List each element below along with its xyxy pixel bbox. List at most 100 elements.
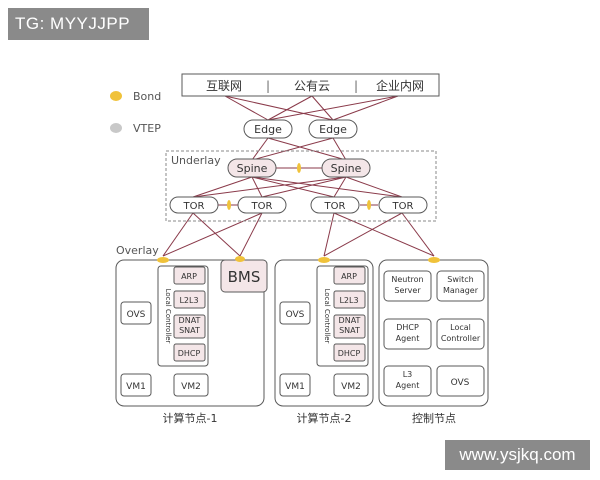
telegram-watermark: TG: MYYJJPP xyxy=(8,8,149,40)
external-networks-box: 互联网 | 公有云 | 企业内网 xyxy=(181,73,440,97)
link-intranet-edge-2 xyxy=(332,95,399,121)
vtep-legend-icon xyxy=(110,123,122,133)
spine-node-1 xyxy=(227,158,277,178)
vm1-box xyxy=(120,373,152,397)
local-controller-label: Local Controller xyxy=(323,289,331,344)
internet-label: 互联网 xyxy=(206,79,242,93)
link-spine-2-tor-1 xyxy=(192,176,347,198)
link-intranet-edge-1 xyxy=(267,95,399,121)
edge-node-2 xyxy=(308,119,358,139)
separator-1: | xyxy=(266,79,270,93)
legend-vtep-label: VTEP xyxy=(133,122,161,135)
tor-switches: TOR TOR TOR TOR xyxy=(169,196,428,214)
separator-2: | xyxy=(354,79,358,93)
dhcp-label: DHCP xyxy=(178,349,201,358)
underlay-label: Underlay xyxy=(171,154,221,167)
link-tor-1-node-1 xyxy=(162,212,194,257)
bms-node: BMS xyxy=(220,256,268,293)
spine-switches: Spine Spine xyxy=(227,158,371,178)
ovs-box xyxy=(436,365,485,397)
local-controller-label: Local Controller xyxy=(164,289,172,344)
overlay-label: Overlay xyxy=(116,244,159,257)
bond-legend-icon xyxy=(110,91,122,101)
intranet-label: 企业内网 xyxy=(376,78,424,93)
ovs-label: OVS xyxy=(127,310,146,320)
l2l3-label: L2L3 xyxy=(179,296,198,305)
compute-node-1-title: 计算节点-1 xyxy=(163,411,218,425)
link-spine-2-tor-2 xyxy=(261,176,347,198)
dnat-snat-label: DNAT SNAT xyxy=(178,316,201,335)
dhcp-box xyxy=(173,343,206,362)
vm1-box xyxy=(279,373,311,397)
tor-label-2: TOR xyxy=(251,201,273,212)
link-tor-3-node-2 xyxy=(323,212,335,257)
spine-label-2: Spine xyxy=(331,162,362,175)
link-tor-3-control xyxy=(333,212,435,257)
link-internet-edge-2 xyxy=(224,95,334,121)
vm2-label: VM2 xyxy=(341,382,361,392)
link-tor-1-bms xyxy=(192,212,241,257)
compute-node-2-title: 计算节点-2 xyxy=(297,411,352,425)
bond-icon xyxy=(318,257,330,263)
spine-label-1: Spine xyxy=(237,162,268,175)
link-edge-2-spine-1 xyxy=(251,137,334,161)
dhcp-agent-label: DHCP Agent xyxy=(395,323,420,343)
edge-node-1 xyxy=(243,119,293,139)
tor-label-4: TOR xyxy=(392,201,414,212)
link-spine-1-tor-4 xyxy=(251,176,403,198)
link-tor-2-node-1 xyxy=(162,212,263,257)
bond-icon xyxy=(235,256,245,262)
arp-label: ARP xyxy=(181,272,197,281)
edge-label-1: Edge xyxy=(254,123,282,136)
control-node: Neutron Server Switch Manager DHCP Agent… xyxy=(378,257,489,425)
arp-label: ARP xyxy=(341,272,357,281)
vm2-box xyxy=(333,373,369,397)
dhcp-label: DHCP xyxy=(338,349,361,358)
ovs-box xyxy=(120,301,152,325)
neutron-server-box xyxy=(383,270,432,302)
legend-bond-label: Bond xyxy=(133,90,161,103)
link-tor-4-control xyxy=(401,212,435,257)
link-spine-2-tor-3 xyxy=(333,176,347,198)
link-edge-2-spine-2 xyxy=(332,137,347,161)
bond-icon xyxy=(297,163,301,173)
l2l3-label: L2L3 xyxy=(339,296,358,305)
tor-label-3: TOR xyxy=(324,201,346,212)
dhcp-agent-box xyxy=(383,318,432,350)
link-spine-2-tor-4 xyxy=(345,176,403,198)
bond-icon xyxy=(367,200,371,210)
l2l3-box xyxy=(173,290,206,309)
link-spine-1-tor-3 xyxy=(251,176,335,198)
arp-box xyxy=(173,266,206,285)
compute-node-1: OVS Local Controller ARP L2L3 DNAT SNAT … xyxy=(115,257,265,425)
switch-manager-box xyxy=(436,270,485,302)
link-spine-1-tor-1 xyxy=(192,176,253,198)
vm2-box xyxy=(173,373,209,397)
connector-lines xyxy=(162,95,435,257)
tor-label-1: TOR xyxy=(183,201,205,212)
dnat-snat-box xyxy=(173,314,206,339)
ovs-label: OVS xyxy=(286,310,305,320)
arp-box xyxy=(333,266,366,285)
local-controller-label: Local Controller xyxy=(440,323,481,343)
spine-node-2 xyxy=(321,158,371,178)
link-tor-4-node-2 xyxy=(323,212,403,257)
legend: Bond VTEP xyxy=(110,90,161,135)
neutron-server-label: Neutron Server xyxy=(391,275,424,295)
l2l3-box xyxy=(333,290,366,309)
edge-routers: Edge Edge xyxy=(243,119,358,139)
ovs-label: OVS xyxy=(451,378,470,388)
bond-icon xyxy=(157,257,169,263)
link-cloud-edge-2 xyxy=(311,95,334,121)
l3-agent-box xyxy=(383,365,432,397)
tor-node-4 xyxy=(378,196,428,214)
dnat-snat-box xyxy=(333,314,366,339)
link-tor-2-bms xyxy=(239,212,263,257)
vm2-label: VM2 xyxy=(181,382,201,392)
bond-icon xyxy=(227,200,231,210)
l3-agent-label: L3 Agent xyxy=(395,370,420,390)
edge-label-2: Edge xyxy=(319,123,347,136)
site-watermark: www.ysjkq.com xyxy=(445,440,590,470)
switch-manager-label: Switch Manager xyxy=(442,275,479,295)
